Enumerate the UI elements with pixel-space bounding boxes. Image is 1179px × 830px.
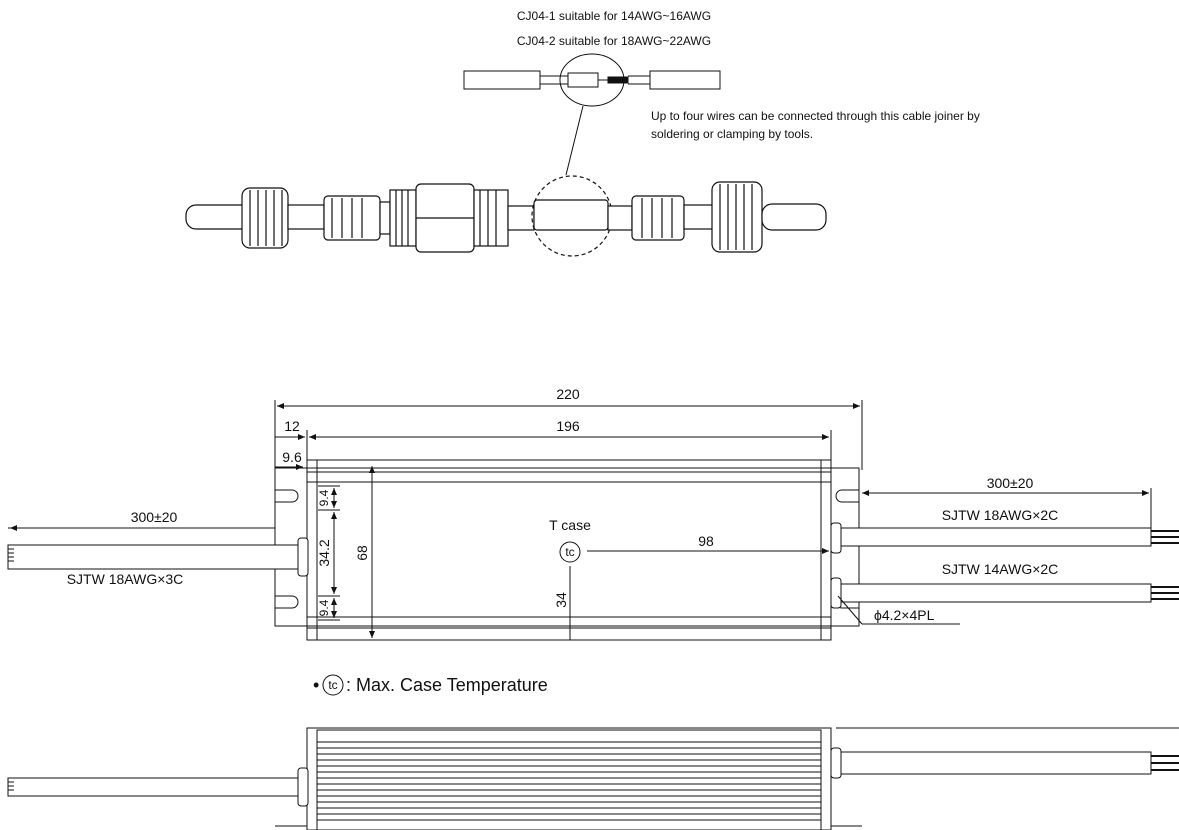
dim-height-top: 9.4 <box>317 489 331 506</box>
right-cables <box>830 522 1179 609</box>
legend-text: : Max. Case Temperature <box>346 675 548 695</box>
joiner-desc-2: soldering or clamping by tools. <box>651 127 813 141</box>
left-cable-spec: SJTW 18AWG×3C <box>67 571 184 587</box>
dim-flange-offset: 9.6 <box>282 449 302 465</box>
wire-joint-sketch <box>463 53 721 176</box>
legend-bullet: • <box>313 675 319 695</box>
dim-height-mid: 34.2 <box>316 539 332 566</box>
cable-joiner-illustration <box>185 175 827 257</box>
right-cable-length: 300±20 <box>987 475 1034 491</box>
tc-marker-icon: tc <box>559 541 581 563</box>
dim-left-offset: 12 <box>284 418 300 434</box>
dim-overall-length: 220 <box>556 386 580 402</box>
mount-holes-label: ϕ4.2×4PL <box>874 607 935 623</box>
tc-symbol: tc <box>565 545 574 559</box>
side-view-cables <box>7 747 1179 807</box>
left-cable-length: 300±20 <box>131 509 178 525</box>
dim-height-total: 68 <box>354 545 370 561</box>
right-cable-spec-top: SJTW 18AWG×2C <box>942 507 1059 523</box>
legend-symbol: tc <box>328 678 337 692</box>
right-cable-spec-bottom: SJTW 14AWG×2C <box>942 561 1059 577</box>
dim-height-bottom: 9.4 <box>317 599 331 616</box>
left-cable <box>7 527 309 577</box>
dim-center-height: 34 <box>553 592 569 608</box>
dim-inner-length: 196 <box>556 418 580 434</box>
joiner-note-1: CJ04-1 suitable for 14AWG~16AWG <box>517 9 711 23</box>
dim-center-x: 98 <box>698 533 714 549</box>
driver-body-side-view <box>275 727 1179 830</box>
joiner-note-2: CJ04-2 suitable for 18AWG~22AWG <box>517 34 711 48</box>
joiner-desc-1: Up to four wires can be connected throug… <box>651 109 980 123</box>
legend-tc-icon: tc <box>322 674 344 696</box>
dimension-lines <box>10 400 1152 640</box>
tcase-label: T case <box>549 517 591 533</box>
